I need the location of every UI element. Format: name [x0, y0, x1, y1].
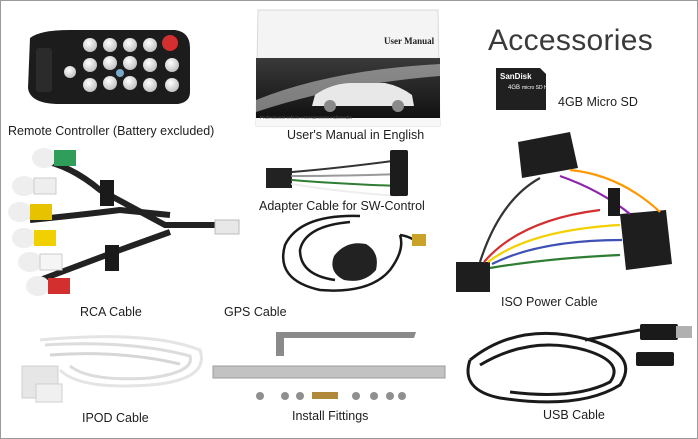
gps-cable-label: GPS Cable	[224, 305, 287, 319]
iso-power-cable	[456, 132, 672, 292]
sd-brand: SanDisk	[500, 72, 532, 81]
rca-cable-label: RCA Cable	[80, 305, 142, 319]
page-title: Accessories	[488, 24, 654, 57]
iso-power-cable-label: ISO Power Cable	[501, 295, 598, 309]
user-manual-booklet	[255, 9, 441, 127]
sd-capacity: 4GB	[508, 85, 521, 91]
sd-type: micro SD HC	[522, 85, 552, 91]
usb-cable	[466, 324, 692, 404]
manual-cover-footer: Professional vehicle entertainment multi…	[260, 115, 352, 120]
ipod-cable-label: IPOD Cable	[82, 411, 149, 425]
remote-controller-label: Remote Controller (Battery excluded)	[8, 124, 215, 138]
micro-sd-label: 4GB Micro SD	[558, 95, 638, 109]
users-manual-label: User's Manual in English	[287, 128, 425, 142]
micro-sd-card	[496, 68, 546, 110]
install-fittings	[212, 332, 446, 400]
remote-controller	[28, 30, 190, 104]
adapter-cable	[266, 150, 408, 197]
manual-cover-heading: User Manual	[384, 36, 435, 46]
ipod-cable	[21, 335, 203, 403]
rca-cable-bundle	[8, 148, 240, 296]
install-fittings-label: Install Fittings	[292, 409, 369, 423]
usb-cable-label: USB Cable	[543, 408, 605, 422]
gps-antenna-cable	[282, 214, 426, 292]
adapter-cable-label: Adapter Cable for SW-Control	[259, 199, 425, 213]
